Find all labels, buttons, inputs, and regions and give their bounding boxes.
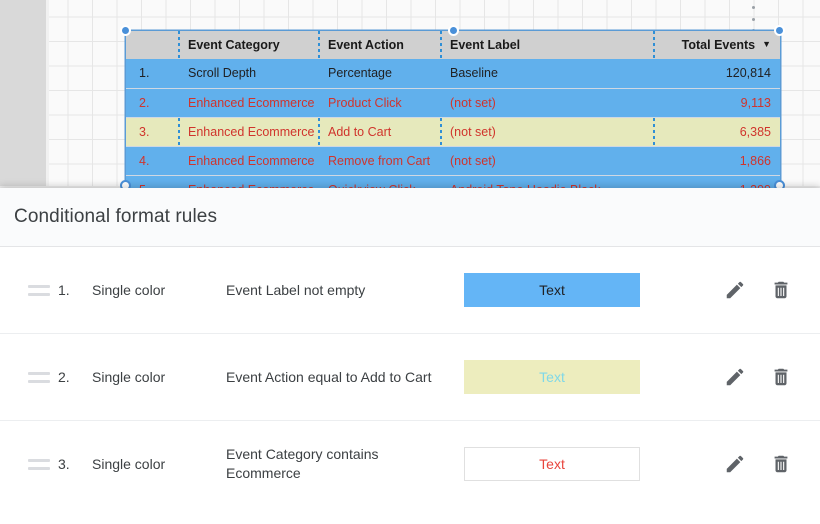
rule-color-preview[interactable]: Text xyxy=(464,360,640,394)
cell-total-events: 6,385 xyxy=(653,117,780,147)
drag-bar xyxy=(28,379,50,383)
kebab-dot xyxy=(751,6,755,9)
resize-handle-top-center[interactable] xyxy=(448,25,459,36)
delete-rule-icon[interactable] xyxy=(758,279,804,301)
edit-rule-icon[interactable] xyxy=(712,279,758,301)
drag-bar xyxy=(28,458,50,462)
kebab-dot xyxy=(751,29,755,32)
cell-event-label: (not set) xyxy=(440,146,653,176)
data-table: Event Category Event Action Event Label … xyxy=(126,31,780,195)
cell-total-events: 120,814 xyxy=(653,59,780,89)
drag-bar xyxy=(28,284,50,288)
rule-condition: Event Category contains Ecommerce xyxy=(226,446,379,481)
cell-event-category: Enhanced Ecommerce xyxy=(178,117,318,147)
column-header-event-action[interactable]: Event Action xyxy=(318,31,440,59)
cell-index: 4. xyxy=(126,146,178,176)
column-guide xyxy=(653,118,655,147)
rule-index: 2. xyxy=(58,369,70,385)
canvas-rail-edge xyxy=(46,0,49,195)
cell-event-category: Scroll Depth xyxy=(178,59,318,89)
cell-total-events: 1,866 xyxy=(653,146,780,176)
data-table-widget[interactable]: Event Category Event Action Event Label … xyxy=(120,25,785,195)
column-guide xyxy=(440,118,442,147)
column-header-total-events[interactable]: Total Events▼ xyxy=(653,31,780,59)
cell-index: 2. xyxy=(126,88,178,118)
cell-event-label: (not set) xyxy=(440,88,653,118)
drag-bar xyxy=(28,292,50,296)
column-guide xyxy=(318,31,320,59)
rule-type: Single color xyxy=(92,282,166,298)
cell-event-action: Add to Cart xyxy=(318,117,440,147)
rule-actions xyxy=(712,453,820,475)
dialog-title: Conditional format rules xyxy=(14,206,218,227)
column-guide xyxy=(318,118,320,147)
cell-event-action: Product Click xyxy=(318,88,440,118)
column-header-event-category[interactable]: Event Category xyxy=(178,31,318,59)
column-guide xyxy=(440,31,442,59)
edit-rule-icon[interactable] xyxy=(712,453,758,475)
rule-row: 2. Single color Event Action equal to Add … xyxy=(0,334,820,421)
rule-condition: Event Label not empty xyxy=(226,281,366,298)
rule-row: 3. Single color Event Category contains Ec… xyxy=(0,421,820,507)
drag-bar xyxy=(28,466,50,470)
cell-event-action: Remove from Cart xyxy=(318,146,440,176)
dialog-header: Conditional format rules xyxy=(0,188,820,247)
column-header-event-label[interactable]: Event Label xyxy=(440,31,653,59)
rule-actions xyxy=(712,279,820,301)
cell-event-action: Percentage xyxy=(318,59,440,89)
drag-handle-icon[interactable] xyxy=(28,458,58,470)
kebab-dot xyxy=(751,17,755,21)
rule-type: Single color xyxy=(92,456,166,472)
edit-rule-icon[interactable] xyxy=(712,366,758,388)
rule-color-preview[interactable]: Text xyxy=(464,273,640,307)
rule-color-preview[interactable]: Text xyxy=(464,447,640,481)
rule-row: 1. Single color Event Label not empty Text xyxy=(0,247,820,334)
column-guide xyxy=(178,118,180,147)
report-canvas: Event Category Event Action Event Label … xyxy=(0,0,820,195)
delete-rule-icon[interactable] xyxy=(758,366,804,388)
sort-descending-icon[interactable]: ▼ xyxy=(762,39,771,49)
cell-event-label: (not set) xyxy=(440,117,653,147)
rule-condition: Event Action equal to Add to Cart xyxy=(226,368,432,385)
rule-type: Single color xyxy=(92,369,166,385)
table-header-row: Event Category Event Action Event Label … xyxy=(126,31,780,59)
drag-handle-icon[interactable] xyxy=(28,284,58,296)
rule-index: 3. xyxy=(58,456,70,472)
resize-handle-top-left[interactable] xyxy=(120,25,131,36)
cell-index: 1. xyxy=(126,59,178,89)
canvas-left-rail xyxy=(0,0,46,195)
rule-actions xyxy=(712,366,820,388)
column-header-index[interactable] xyxy=(126,31,178,59)
rule-index: 1. xyxy=(58,282,70,298)
resize-handle-top-right[interactable] xyxy=(774,25,785,36)
drag-bar xyxy=(28,371,50,375)
drag-handle-icon[interactable] xyxy=(28,371,58,383)
cell-total-events: 9,113 xyxy=(653,88,780,118)
more-options-icon[interactable] xyxy=(745,4,761,34)
cell-event-category: Enhanced Ecommerce xyxy=(178,146,318,176)
delete-rule-icon[interactable] xyxy=(758,453,804,475)
cell-event-category: Enhanced Ecommerce xyxy=(178,88,318,118)
cell-event-label: Baseline xyxy=(440,59,653,89)
cell-index: 3. xyxy=(126,117,178,147)
column-guide xyxy=(178,31,180,59)
column-guide xyxy=(653,31,655,59)
